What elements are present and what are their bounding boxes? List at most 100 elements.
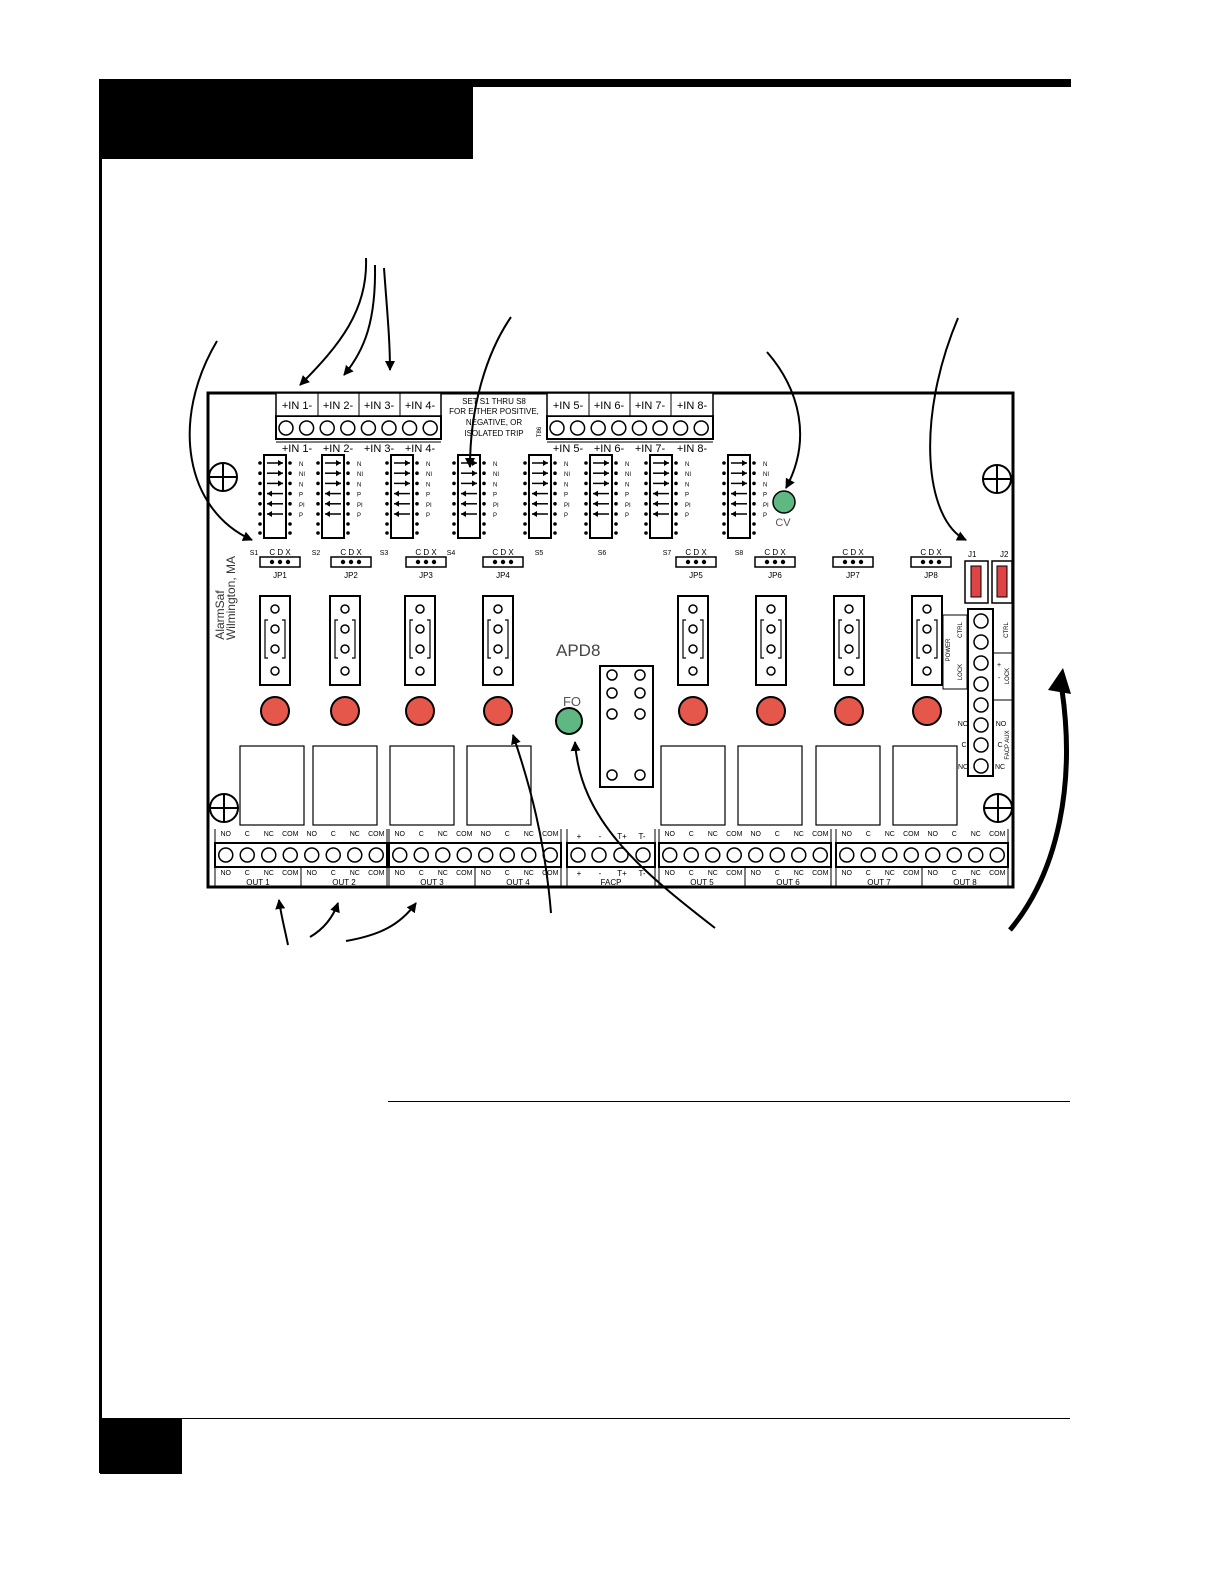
output-terminal-screw [662,847,678,863]
input-terminal-screw [590,420,606,436]
output-term-label: NC [264,831,274,838]
output-term-label: COM [542,831,559,838]
dip-option-label: PI [564,503,570,509]
output-term-label: NO [307,870,318,877]
output-term-label: COM [726,831,743,838]
facp-term: T+ [617,869,627,878]
dip-option-label: NI [685,472,691,478]
facp-term: - [599,832,602,841]
dip-option-label: N [357,482,361,488]
dip-option-label: PI [685,503,691,509]
output-terminal-screw [521,847,537,863]
output-label: OUT 8 [953,878,977,887]
dip-option-label: P [564,513,568,519]
input-terminal-screw [278,420,294,436]
output-term-label: COM [989,870,1006,877]
plus-label: + [997,662,1001,669]
relay-led [756,696,786,726]
output-terminal-screw [239,847,255,863]
callout-arrow-relay-led [511,734,552,914]
output-terminal-screw [368,847,384,863]
input-terminal-strip-right [546,392,714,440]
input-label: +IN 8- [677,443,708,455]
input-terminal-screw [298,420,315,436]
input-label-top-row: +IN 1- +IN 2- +IN 3- +IN 4- +IN 5- +IN 6… [282,400,708,412]
dip-option-label: P [426,513,430,519]
callout-arrow-input-1 [299,257,368,386]
relay-led [678,696,708,726]
output-term-label: NC [885,870,895,877]
output-label: OUT 7 [867,878,891,887]
callout-arrow-power [1008,689,1069,932]
dip-switch-label: S3 [380,550,389,557]
output-term-label: C [419,831,424,838]
dip-option-label: P [493,513,497,519]
output-term-label: C [866,870,871,877]
output-term-label: C [505,831,510,838]
input-label: +IN 6- [594,443,625,455]
ctrl-label-right: CTRL [1004,622,1010,638]
input-terminal-screw [401,420,418,436]
output-terminal-screw [968,847,984,863]
dip-option-label: NI [426,472,432,478]
fuse-holder [259,595,291,686]
facp-term: T- [638,869,645,878]
output-terminal-screw [925,847,941,863]
output-term-label: C [775,831,780,838]
output-term-label: C [775,870,780,877]
header-rule [100,79,1071,87]
dip-switch-label: S4 [447,550,456,557]
fuse-holder [833,595,865,686]
dip-option-label: PI [763,503,769,509]
dip-switch-label: S5 [535,550,544,557]
output-term-label: NO [481,870,492,877]
fuse-holder [755,595,787,686]
output-term-label: NO [842,831,853,838]
facp-term: T+ [617,832,627,841]
output-term-label: NO [395,870,406,877]
fuse-holder [911,595,943,686]
facp-aux-label: FACP AUX [1005,730,1011,759]
dip-option-label: N [493,482,497,488]
mounting-hole [208,462,238,492]
output-term-label: NC [350,870,360,877]
maker-city: Wilmington, MA [224,556,238,640]
output-term-label: C [331,831,336,838]
facp-term: + [577,869,582,878]
output-term-label: C [245,831,250,838]
output-label: OUT 4 [506,878,530,887]
dip-option-label: NI [763,472,769,478]
input-terminal-strip-left [275,392,442,440]
output-terminal-screw [392,847,408,863]
callout-arrow-out-3 [345,902,417,942]
fuse-holder [677,595,709,686]
input-label: +IN 3- [364,443,395,455]
fo-led-label: FO [563,694,581,709]
dip-option-label: N [564,482,568,488]
footer-rule [100,1418,1070,1419]
nc-label-right: NC [995,764,1005,771]
dip-option-label: PI [426,503,432,509]
output-term-label: NC [524,870,534,877]
input-terminal-screw [652,420,668,436]
dip-option-label: P [299,513,303,519]
